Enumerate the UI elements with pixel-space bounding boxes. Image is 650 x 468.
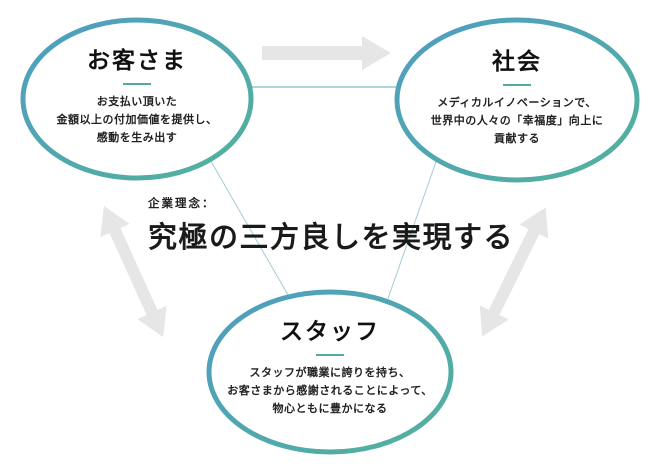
staff-title: スタッフ — [280, 319, 380, 344]
node-customers: お客さま お支払い頂いた 金額以上の付加価値を提供し、 感動を生み出す — [27, 47, 247, 147]
society-line-1: メディカルイノベーションで、 — [437, 96, 597, 109]
node-staff: スタッフ スタッフが職業に誇りを持ち、 お客さまから感謝されることによって、 物… — [210, 318, 450, 418]
title-underline — [316, 353, 344, 356]
staff-line-2: お客さまから感謝されることによって、 — [227, 384, 433, 397]
arrow-right-icon — [262, 36, 391, 70]
title-underline — [123, 82, 151, 85]
customers-line-3: 感動を生み出す — [96, 131, 178, 144]
society-title: 社会 — [492, 49, 542, 74]
society-line-2: 世界中の人々の「幸福度」向上に — [430, 114, 604, 127]
customers-ellipse — [20, 17, 254, 181]
customers-title: お客さま — [87, 48, 187, 73]
node-society: 社会 メディカルイノベーションで、 世界中の人々の「幸福度」向上に 貢献する — [402, 48, 632, 148]
connector-line-left — [204, 150, 296, 308]
connector-line-right — [384, 141, 444, 308]
title-underline — [503, 83, 531, 86]
customers-line-2: 金額以上の付加価値を提供し、 — [56, 113, 218, 126]
staff-line-3: 物心ともに豊かになる — [272, 402, 388, 415]
staff-ellipse — [206, 289, 454, 455]
philosophy-title: 究極の三方良しを実現する — [148, 222, 515, 254]
society-line-3: 貢献する — [494, 132, 540, 145]
staff-line-1: スタッフが職業に誇りを持ち、 — [249, 366, 411, 379]
customers-line-1: お支払い頂いた — [96, 95, 178, 108]
center-philosophy: 企業理念： 究極の三方良しを実現する — [148, 195, 514, 256]
customers-description: お支払い頂いた 金額以上の付加価値を提供し、 感動を生み出す — [27, 93, 247, 147]
society-description: メディカルイノベーションで、 世界中の人々の「幸福度」向上に 貢献する — [402, 94, 632, 148]
society-ellipse — [394, 17, 640, 183]
staff-description: スタッフが職業に誇りを持ち、 お客さまから感謝されることによって、 物心ともに豊… — [210, 364, 450, 418]
philosophy-label: 企業理念： — [148, 198, 216, 210]
